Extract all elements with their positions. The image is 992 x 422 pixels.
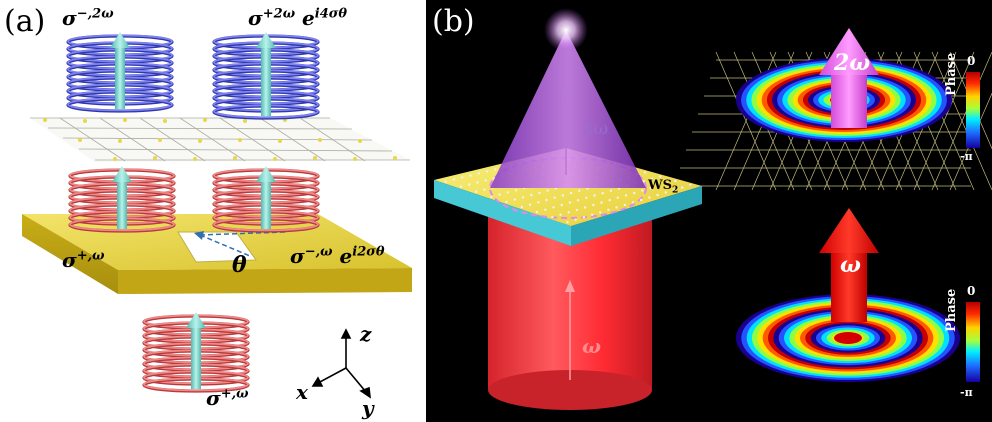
bottom-arrow-label: ω (840, 252, 861, 278)
axis-y-label: y (362, 396, 374, 420)
colorbar-top-min: -π (960, 150, 973, 163)
colorbar-top-max: 0 (967, 54, 976, 68)
helix-top-left-arrow (110, 32, 130, 109)
colorbar-top (966, 72, 980, 148)
panel-a-label: (a) (4, 4, 46, 39)
helix-top-right-arrow (256, 32, 276, 116)
helix-bottom-arrow (186, 312, 206, 389)
top-left-mode-label: σ−,2ω (62, 6, 114, 30)
panel-b-label: (b) (432, 4, 475, 39)
panel-b-illustration (434, 8, 992, 410)
cone-frequency-label: 2ω (582, 118, 609, 139)
axis-x-label: x (296, 380, 308, 404)
second-harmonic-arrow (819, 28, 879, 128)
colorbar-bottom-title: Phase (944, 288, 959, 332)
colorbar-top-title: Phase (944, 52, 959, 96)
panel-b: (b) 2ω ω WS2 2ω ω 0 -π Phase 0 -π Phase (426, 0, 992, 422)
axes-triad (311, 328, 371, 399)
second-harmonic-vortex (674, 28, 992, 191)
axis-z-label: z (360, 322, 372, 346)
angle-theta-label: θ (232, 252, 247, 278)
mid-right-mode-label: σ−,ω ei2σθ (290, 244, 385, 268)
fundamental-vortex (736, 208, 960, 382)
helix-mid-right-arrow (256, 166, 276, 229)
colorbar-bottom-max: 0 (967, 284, 976, 298)
bottom-mode-label: σ+,ω (206, 386, 249, 410)
fundamental-arrow (819, 208, 879, 322)
material-label: WS2 (648, 178, 679, 196)
ws2-lattice-sheet (30, 117, 410, 162)
top-arrow-label: 2ω (834, 50, 871, 76)
panel-a-illustration (22, 32, 412, 399)
colorbar-bottom (966, 302, 980, 382)
top-right-mode-label: σ+2ω ei4σθ (248, 6, 348, 30)
panel-a: (a) σ−,2ω σ+2ω ei4σθ σ+,ω σ−,ω ei2σθ θ σ… (0, 0, 420, 422)
mid-left-mode-label: σ+,ω (62, 248, 105, 272)
cylinder-frequency-label: ω (582, 334, 602, 358)
second-harmonic-cone (490, 8, 646, 188)
helix-mid-left-arrow (112, 166, 132, 229)
colorbar-bottom-min: -π (960, 386, 973, 399)
